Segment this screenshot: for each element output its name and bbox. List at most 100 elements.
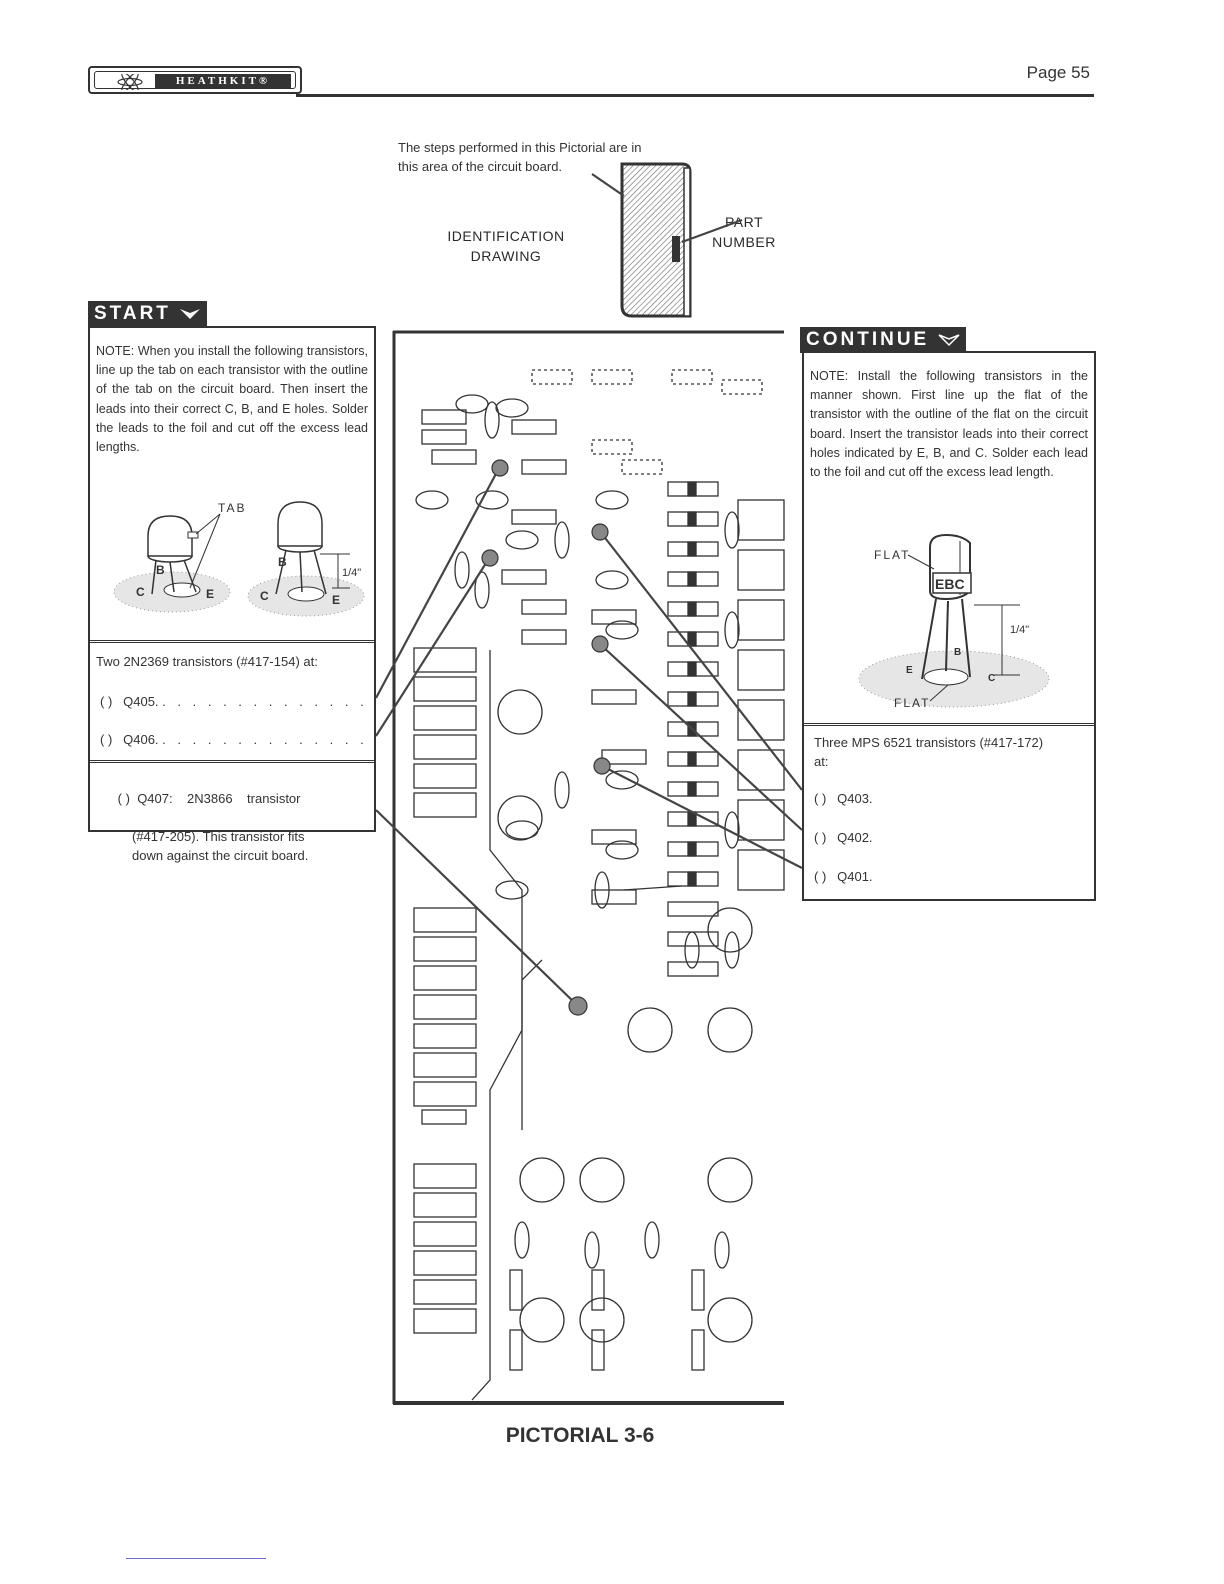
board-component [687, 811, 697, 827]
identification-board-icon [620, 162, 692, 318]
checkbox-q401[interactable]: ( ) [814, 869, 827, 884]
group-title-line: Three MPS 6521 transistors (#417-172) [814, 735, 1044, 750]
board-resistor [591, 889, 637, 905]
board-trace [623, 885, 683, 891]
bottom-rule [126, 1558, 266, 1559]
checkbox-q406[interactable]: ( ) [100, 732, 113, 747]
board-outline [671, 369, 713, 385]
step-q406[interactable]: ( ) Q406. . . . . . . . . . . . . . . [100, 732, 372, 747]
board-component [687, 871, 697, 887]
board-component [687, 691, 697, 707]
step-q405[interactable]: ( ) Q405. . . . . . . . . . . . . . . [100, 694, 372, 709]
board-resistor [421, 409, 467, 425]
board-pad [413, 1250, 477, 1276]
label-line: IDENTIFICATION [447, 228, 565, 244]
checkbox-q403[interactable]: ( ) [814, 791, 827, 806]
leader-dots: . . . . . . . . . . . . . . [162, 732, 368, 747]
board-resistor [511, 509, 557, 525]
lead-c-label: C [988, 673, 995, 684]
section-divider [90, 760, 374, 763]
board-capacitor [484, 401, 500, 439]
start-tag-text: START [94, 303, 171, 324]
board-outline [721, 379, 763, 395]
board-outline [621, 459, 663, 475]
board-circle [707, 1007, 753, 1053]
checkbox-q407[interactable]: ( ) [117, 791, 130, 806]
step-label: Q406. [123, 732, 159, 747]
checkbox-q402[interactable]: ( ) [814, 830, 827, 845]
board-outline [591, 369, 633, 385]
step-label: Q402. [837, 830, 873, 845]
dimension-label: 1/4" [342, 567, 361, 579]
board-resistor [431, 449, 477, 465]
board-circle [579, 1297, 625, 1343]
board-component [687, 721, 697, 737]
board-circle [707, 1297, 753, 1343]
board-component [687, 661, 697, 677]
step-line: Q407: 2N3866 transistor [137, 791, 301, 806]
board-component [687, 841, 697, 857]
board-resistor [667, 901, 719, 917]
board-pad [413, 1221, 477, 1247]
step-q401[interactable]: ( ) Q401. [814, 869, 873, 884]
start-note: NOTE: When you install the following tra… [96, 344, 368, 455]
board-capacitor [584, 1231, 600, 1269]
board-component [687, 601, 697, 617]
step-q402[interactable]: ( ) Q402. [814, 830, 873, 845]
board-resistor [691, 1269, 705, 1311]
board-pad [413, 1163, 477, 1189]
board-resistor [521, 599, 567, 615]
label-line: DRAWING [470, 248, 542, 264]
step-q403[interactable]: ( ) Q403. [814, 791, 873, 806]
lead-c-label: C [136, 585, 145, 599]
board-resistor [521, 629, 567, 645]
section-divider [804, 723, 1094, 726]
board-circle [519, 1157, 565, 1203]
atom-icon [117, 74, 143, 90]
down-arrow-outline-icon [937, 334, 960, 347]
group-title-mps6521: Three MPS 6521 transistors (#417-172) at… [814, 733, 1043, 771]
board-resistor [691, 1329, 705, 1371]
board-component [687, 481, 697, 497]
board-resistor [509, 1329, 523, 1371]
board-capacitor [505, 530, 539, 550]
heathkit-logo: HEATHKIT® [88, 66, 302, 94]
board-component [687, 751, 697, 767]
board-resistor [511, 419, 557, 435]
board-pad [413, 1081, 477, 1107]
board-component [687, 541, 697, 557]
continue-instructions-box: NOTE: Install the following transistors … [802, 351, 1096, 901]
step-label: Q403. [837, 791, 873, 806]
board-circle [519, 1297, 565, 1343]
board-capacitor [554, 521, 570, 559]
flat-label-top: FLAT [874, 548, 910, 562]
board-circle [707, 1157, 753, 1203]
board-pad [413, 1308, 477, 1334]
board-capacitor [684, 931, 700, 969]
circuit-board-pictorial [392, 330, 785, 1405]
board-pad [413, 1192, 477, 1218]
board-capacitor [514, 1221, 530, 1259]
board-resistor [421, 429, 467, 445]
board-resistor [591, 1269, 605, 1311]
step-label: Q401. [837, 869, 873, 884]
group-title-2n2369: Two 2N2369 transistors (#417-154) at: [96, 654, 318, 669]
board-component [687, 781, 697, 797]
brand-wordmark: HEATHKIT® [155, 74, 291, 88]
continue-tag-text: CONTINUE [806, 329, 930, 350]
board-capacitor [554, 771, 570, 809]
step-q407[interactable]: ( ) Q407: 2N3866 transistor (#417-205). … [96, 770, 368, 865]
board-outline [531, 369, 573, 385]
board-circle [707, 907, 753, 953]
board-pad [413, 1052, 477, 1078]
board-capacitor [594, 871, 610, 909]
lead-e-label: E [206, 587, 214, 601]
board-component [687, 511, 697, 527]
identification-drawing-label: IDENTIFICATION DRAWING [436, 226, 576, 266]
board-circle [627, 1007, 673, 1053]
svg-text:E: E [332, 593, 340, 607]
board-resistor [501, 569, 547, 585]
identification-caption: The steps performed in this Pictorial ar… [398, 138, 642, 176]
board-resistor [509, 1269, 523, 1311]
checkbox-q405[interactable]: ( ) [100, 694, 113, 709]
